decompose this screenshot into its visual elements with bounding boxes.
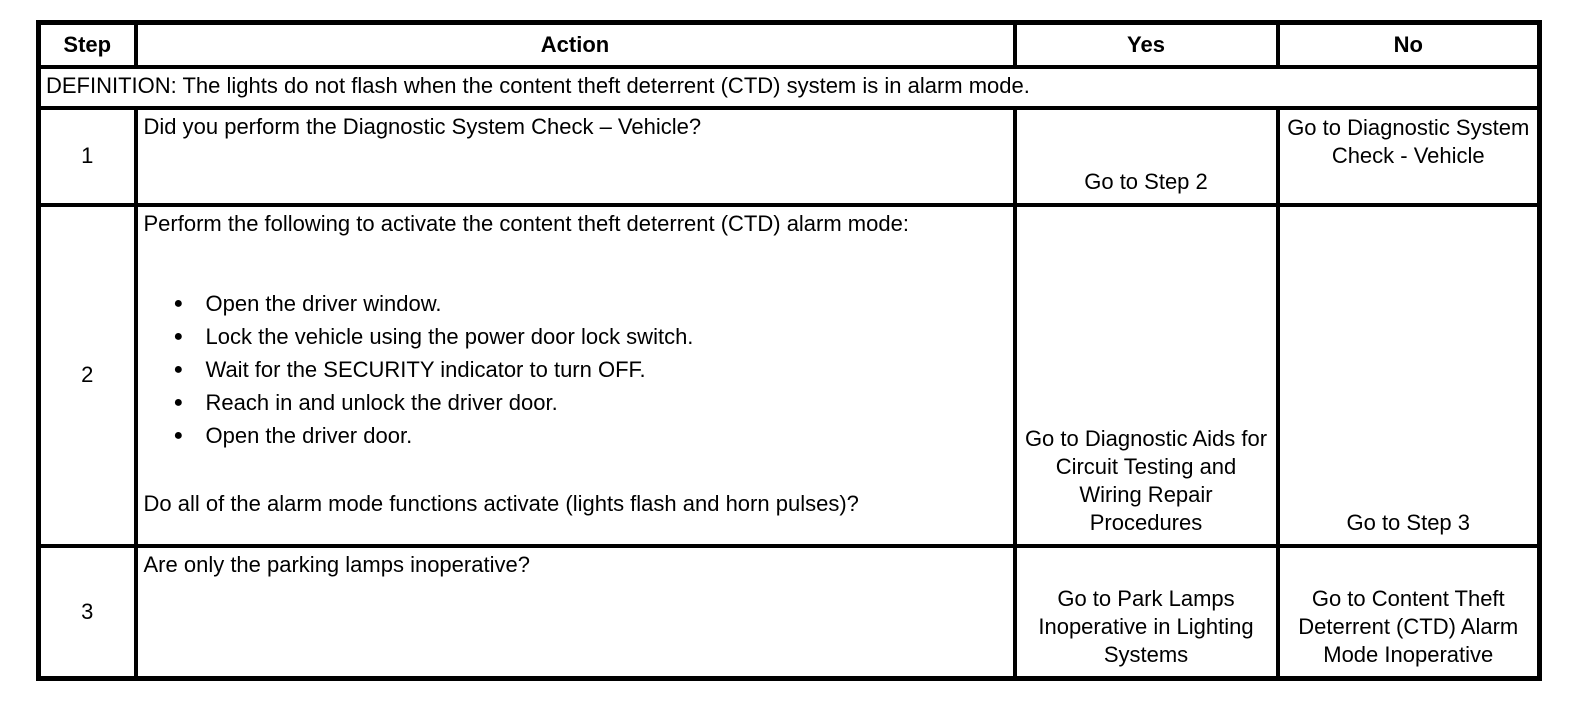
list-item: ● Reach in and unlock the driver door. — [144, 386, 1003, 419]
list-item: ● Wait for the SECURITY indicator to tur… — [144, 353, 1003, 386]
yes-cell-2: Go to Diagnostic Aids for Circuit Testin… — [1012, 202, 1280, 548]
no-text-1: Go to Diagnostic System Check - Vehicle — [1287, 114, 1530, 168]
bullet-text: Reach in and unlock the driver door. — [205, 389, 558, 415]
no-cell-1: Go to Diagnostic System Check - Vehicle — [1275, 105, 1542, 207]
action-bullet-list: ● Open the driver window. ● Lock the veh… — [144, 287, 1003, 452]
table-row: 3 Are only the parking lamps inoperative… — [36, 543, 1542, 681]
col-header-yes: Yes — [1012, 20, 1280, 69]
yes-cell-1: Go to Step 2 — [1012, 105, 1280, 207]
definition-text: DEFINITION: The lights do not flash when… — [36, 64, 1542, 110]
yes-text-3: Go to Park Lamps Inoperative in Lighting… — [1038, 586, 1254, 667]
bullet-icon: ● — [173, 294, 184, 312]
bullet-text: Open the driver window. — [205, 290, 442, 316]
col-header-no: No — [1275, 20, 1542, 69]
no-text-2: Go to Step 3 — [1346, 509, 1471, 535]
bullet-icon: ● — [173, 426, 184, 444]
yes-text-1: Go to Step 2 — [1084, 168, 1208, 194]
bullet-text: Wait for the SECURITY indicator to turn … — [205, 356, 646, 382]
step-number-1: 1 — [36, 105, 138, 207]
bullet-icon: ● — [173, 327, 184, 345]
yes-text-2: Go to Diagnostic Aids for Circuit Testin… — [1024, 425, 1268, 535]
list-item: ● Open the driver door. — [144, 419, 1003, 452]
yes-cell-3: Go to Park Lamps Inoperative in Lighting… — [1012, 543, 1280, 681]
step-number-2: 2 — [36, 202, 138, 548]
no-cell-2: Go to Step 3 — [1275, 202, 1542, 548]
action-cell-1: Did you perform the Diagnostic System Ch… — [133, 105, 1017, 207]
definition-row: DEFINITION: The lights do not flash when… — [36, 64, 1542, 110]
bullet-icon: ● — [173, 393, 184, 411]
action-question-1: Did you perform the Diagnostic System Ch… — [143, 113, 702, 139]
list-item: ● Lock the vehicle using the power door … — [144, 320, 1003, 353]
action-question-3: Are only the parking lamps inoperative? — [143, 551, 530, 577]
table-row: 2 Perform the following to activate the … — [36, 202, 1542, 548]
no-cell-3: Go to Content Theft Deterrent (CTD) Alar… — [1275, 543, 1542, 681]
col-header-action: Action — [133, 20, 1017, 69]
step-number-3: 3 — [36, 543, 138, 681]
action-question-2: Do all of the alarm mode functions activ… — [143, 490, 859, 516]
bullet-text: Open the driver door. — [205, 422, 413, 448]
diagnostic-table: Step Action Yes No DEFINITION: The light… — [36, 20, 1542, 681]
bullet-icon: ● — [173, 360, 184, 378]
action-cell-3: Are only the parking lamps inoperative? — [133, 543, 1017, 681]
action-intro-2: Perform the following to activate the co… — [143, 210, 909, 236]
table-row: 1 Did you perform the Diagnostic System … — [36, 105, 1542, 207]
no-text-3: Go to Content Theft Deterrent (CTD) Alar… — [1298, 586, 1519, 667]
action-cell-2: Perform the following to activate the co… — [133, 202, 1017, 548]
table-header-row: Step Action Yes No — [36, 20, 1542, 69]
bullet-text: Lock the vehicle using the power door lo… — [205, 323, 694, 349]
col-header-step: Step — [36, 20, 138, 69]
list-item: ● Open the driver window. — [144, 287, 1003, 320]
